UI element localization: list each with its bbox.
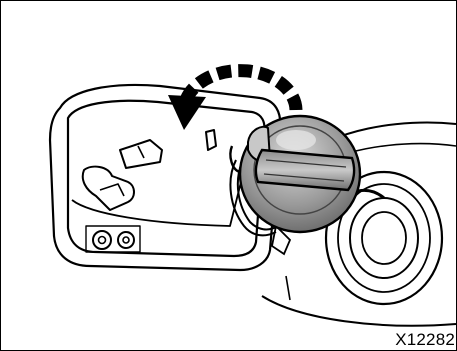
- fuel-cap: [240, 116, 360, 232]
- figure-code-label: X12282: [395, 330, 455, 350]
